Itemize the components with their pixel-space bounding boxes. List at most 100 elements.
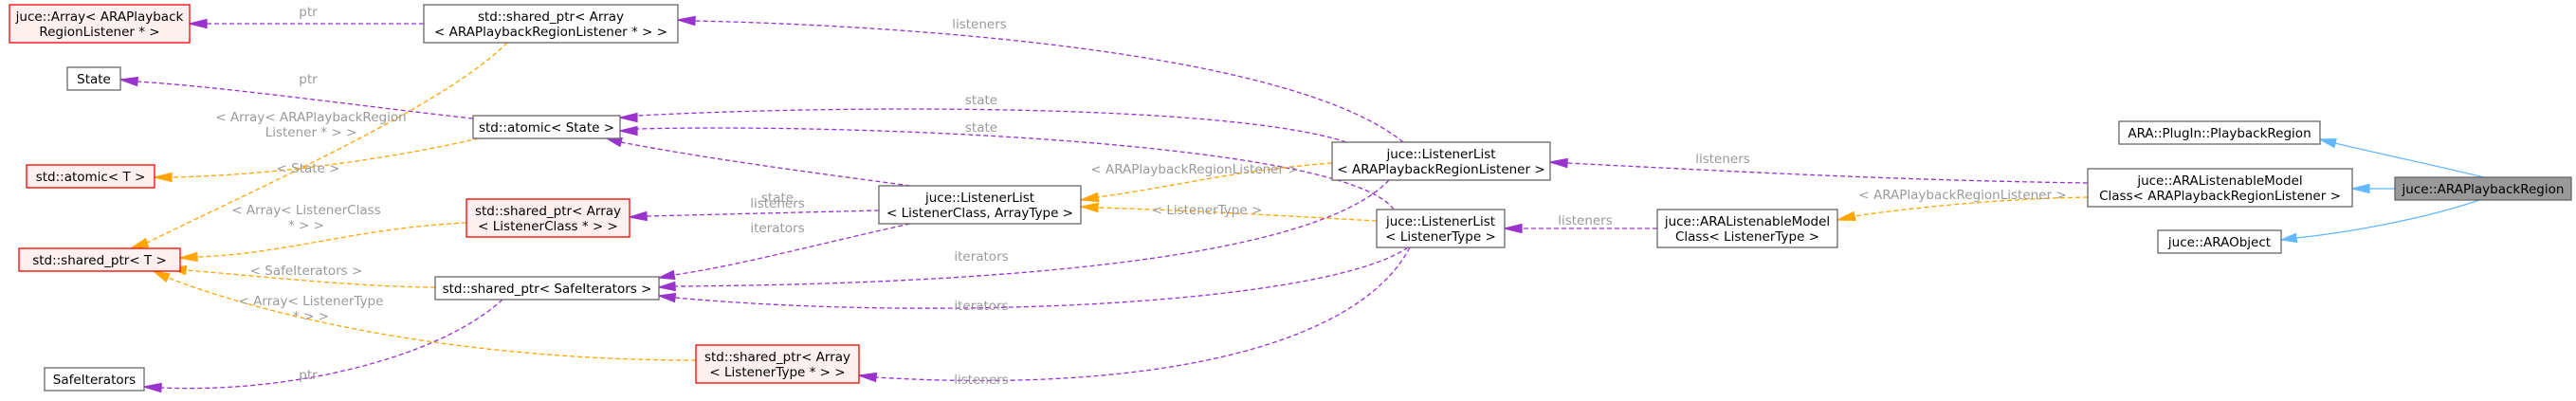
node-box [1376,209,1506,248]
edge-arrowhead [2278,232,2298,244]
node-box [466,198,630,238]
edge-arapr-to-araobject [2278,199,2480,244]
node-box [1656,209,1838,248]
node-label: < ListenerType * > > [709,365,845,380]
edge-ll_lt-to-atomic_state: state [619,120,1395,210]
edge-arapr-to-alm_arapr [2351,183,2395,194]
edge-sp_array_arapr-to-array_arapr: ptr [189,5,424,29]
edge-arrowhead [656,269,676,281]
edge-label: listeners [750,196,805,211]
edge-arrowhead [677,15,696,27]
edge-alm_arapr-to-alm_lt: < ARAPlaybackRegionListener > [1836,188,2089,222]
edge-ll_arapr-to-sp_array_arapr: listeners [677,15,1404,143]
edge-label: state [761,191,794,206]
node-box [44,367,145,392]
edge-line [636,108,1347,143]
edge-arrowhead [629,210,648,222]
node-label: ARA::PlugIn::PlaybackRegion [2128,126,2311,141]
node-arapr: juce::ARAPlaybackRegion [2394,176,2572,201]
node-sp_array_lt[interactable]: std::shared_ptr< Array< ListenerType * >… [695,344,860,384]
edge-line [694,20,1404,143]
node-label: < ListenerClass, ArrayType > [886,206,1073,221]
node-safeit[interactable]: SafeIterators [44,367,145,392]
node-label: juce::ListenerList [924,191,1034,206]
edge-ll_arapr-to-ll_lc_at: < ARAPlaybackRegionListener > [1080,162,1333,203]
edge-label: state [965,93,997,108]
node-atomic_state[interactable]: std::atomic< State > [472,115,621,139]
node-box [2157,229,2282,254]
edge-label: listeners [954,373,1009,388]
node-plugin_pr[interactable]: ARA::PlugIn::PlaybackRegion [2118,120,2321,145]
node-label: < ARAPlaybackRegionListener * > > [434,25,667,40]
edge-arrowhead [179,251,198,263]
node-box [695,344,860,384]
node-label: SafeIterators [53,373,136,388]
node-label: Class< ARAPlaybackRegionListener > [2099,189,2341,204]
node-ll_lt[interactable]: juce::ListenerList< ListenerType > [1376,209,1506,248]
edge-line [1566,162,2089,184]
node-box [18,247,181,272]
edge-ll_arapr-to-atomic_state: state [619,93,1347,143]
edge-label: < Array< ListenerType [239,294,384,309]
edge-label: ptr [299,5,318,20]
node-label: juce::Array< ARAPlayback [15,9,184,25]
edge-label: < ARAPlaybackRegionListener > [1858,188,2066,203]
node-label: juce::ListenerList [1385,214,1495,229]
node-box [9,4,191,44]
edge-arrowhead [154,172,173,183]
node-label: < ListenerType > [1385,229,1496,245]
edge-label: < ARAPlaybackRegionListener > [1090,162,1298,177]
node-label: juce::ARAListenableModel [1664,214,1830,229]
node-araobject[interactable]: juce::ARAObject [2157,229,2282,254]
node-label: juce::ARAObject [2167,235,2271,250]
edge-line [185,269,436,288]
node-label: std::atomic< T > [36,170,146,185]
edge-label: listeners [1558,213,1613,228]
node-label: std::shared_ptr< Array [478,9,624,25]
node-label: std::shared_ptr< Array [475,204,621,219]
edge-label: < ListenerType > [1152,203,1263,218]
edge-line [160,299,503,390]
edge-arrowhead [189,18,208,29]
edge-label: * > > [293,309,329,324]
edge-arrowhead [2351,183,2370,194]
node-ll_lc_at[interactable]: juce::ListenerList< ListenerClass, Array… [878,185,1082,225]
edge-arrowhead [1080,202,1099,213]
edge-ll_lt-to-sp_safeit: iterators [656,246,1409,314]
edge-atomic_state-to-state: ptr [119,72,474,119]
node-atomic_t[interactable]: std::atomic< T > [26,164,155,189]
edge-sp_array_lc-to-sp_t: < Array< ListenerClass* > > [179,203,467,263]
node-ll_arapr[interactable]: juce::ListenerList< ARAPlaybackRegionLis… [1331,141,1551,181]
node-sp_array_arapr[interactable]: std::shared_ptr< Array< ARAPlaybackRegio… [423,4,679,44]
edge-line [646,210,880,217]
edge-alm_arapr-to-ll_arapr: listeners [1549,152,2089,184]
node-label: std::shared_ptr< Array [704,350,850,365]
edge-line [636,127,1395,210]
node-sp_array_lc[interactable]: std::shared_ptr< Array< ListenerClass * … [466,198,630,238]
node-sp_safeit[interactable]: std::shared_ptr< SafeIterators > [434,276,660,301]
edge-label: ptr [299,368,318,383]
edge-arrowhead [858,372,878,383]
node-array_arapr[interactable]: juce::Array< ARAPlaybackRegionListener *… [9,4,191,44]
edge-arrowhead [604,137,623,148]
edge-ll_arapr-to-sp_safeit: iterators [656,179,1390,292]
edge-label: < Array< ARAPlaybackRegion [215,110,406,125]
node-label: std::shared_ptr< SafeIterators > [443,282,652,297]
edge-line [196,222,467,258]
node-box [66,66,121,91]
node-label: std::shared_ptr< T > [32,253,167,268]
edge-label: iterators [750,221,804,236]
edge-label: iterators [954,249,1008,264]
edge-arrowhead [1549,157,1568,169]
node-box [434,276,660,301]
node-state[interactable]: State [66,66,121,91]
edge-arrowhead [119,76,139,87]
node-box [2118,120,2321,145]
edge-arrowhead [619,112,638,123]
node-sp_t[interactable]: std::shared_ptr< T > [18,247,181,272]
edge-line [674,246,1409,309]
